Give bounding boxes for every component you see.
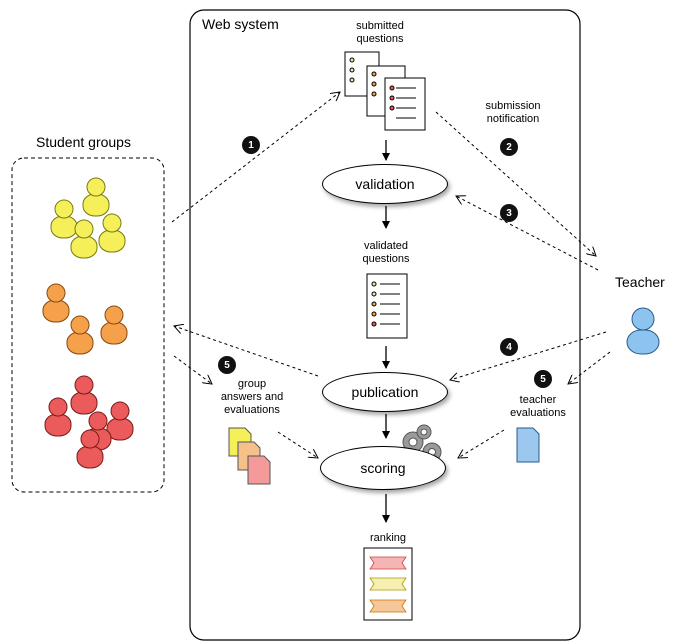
step-badge-5-groups: 5 bbox=[218, 356, 236, 374]
step-badge-4: 4 bbox=[500, 338, 518, 356]
teacher-evaluations-icon bbox=[516, 427, 540, 463]
teacher-evaluations-label: teacher evaluations bbox=[510, 394, 566, 419]
ranking-icon bbox=[363, 547, 413, 621]
validated-questions-icon bbox=[366, 273, 408, 339]
red-group-icon bbox=[44, 375, 134, 469]
step-badge-3: 3 bbox=[500, 204, 518, 222]
student-groups-box bbox=[11, 157, 165, 493]
step-badge-1: 1 bbox=[242, 136, 260, 154]
step-badge-2: 2 bbox=[500, 138, 518, 156]
publication-process: publication bbox=[322, 372, 448, 412]
web-system-box bbox=[189, 9, 581, 641]
scoring-process: scoring bbox=[320, 446, 446, 490]
ranking-label: ranking bbox=[369, 532, 407, 544]
orange-group-icon bbox=[42, 283, 128, 355]
teacher-icon bbox=[626, 307, 660, 355]
submitted-questions-icon bbox=[344, 51, 426, 131]
step-badge-5-teacher: 5 bbox=[534, 370, 552, 388]
validated-questions-label: validated questions bbox=[362, 240, 410, 265]
dashed-arrows bbox=[171, 92, 611, 458]
submission-notification-label: submission notification bbox=[485, 100, 541, 125]
web-system-title: Web system bbox=[202, 16, 279, 32]
group-answers-icon bbox=[228, 427, 271, 485]
validation-process: validation bbox=[322, 164, 448, 204]
student-groups-title: Student groups bbox=[36, 134, 131, 150]
yellow-group-icon bbox=[50, 177, 126, 259]
group-answers-label: group answers and evaluations bbox=[220, 378, 284, 416]
teacher-label: Teacher bbox=[615, 274, 665, 290]
submitted-questions-label: submitted questions bbox=[356, 20, 404, 45]
